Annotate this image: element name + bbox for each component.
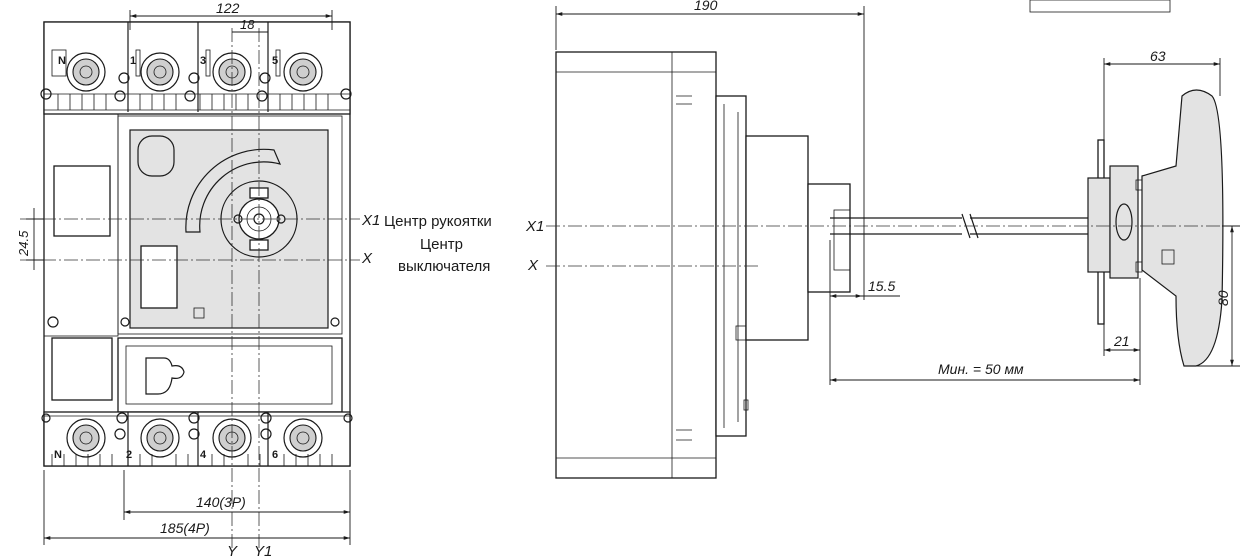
handle-center-label: Центр рукоятки — [384, 213, 492, 230]
terminal-5 — [275, 49, 323, 92]
axis-y-label: Y — [227, 543, 238, 560]
dim-18-label: 18 — [240, 17, 255, 32]
terminal-6 — [283, 418, 323, 458]
top-comb-teeth — [57, 94, 329, 110]
dim-122-label: 122 — [216, 0, 240, 16]
terminal-label-n-bottom: N — [54, 449, 62, 461]
accessory-cutout — [145, 357, 185, 395]
corner-box — [1029, 0, 1171, 13]
terminal-label-4: 4 — [200, 449, 207, 461]
breaker-center-label-line1: Центр — [420, 236, 463, 253]
dim-21-label: 21 — [1113, 333, 1130, 349]
dim-min-50-label: Мин. = 50 мм — [938, 361, 1024, 377]
handle-adapter — [745, 135, 809, 341]
screw-icon — [118, 72, 130, 84]
side-view: X1 X 190 63 15.5 Мин. = 50 мм 21 80 — [525, 0, 1240, 479]
lower-cover — [117, 337, 343, 413]
screw-icon — [259, 72, 271, 84]
terminal-label-6: 6 — [272, 449, 278, 461]
handle-base — [1087, 177, 1111, 273]
neutral-window-top — [53, 165, 111, 237]
lock-cover — [137, 135, 175, 177]
dim-140-label: 140(3P) — [196, 494, 246, 510]
side-axis-x1-label: X1 — [525, 218, 544, 235]
label-window — [140, 245, 178, 309]
axis-y1-label: Y1 — [254, 543, 272, 560]
terminal-label-5: 5 — [272, 55, 278, 67]
handle-lever[interactable] — [1141, 89, 1224, 367]
screw-icon — [188, 72, 200, 84]
axis-x1-label: X1 — [361, 212, 380, 229]
terminal-label-3: 3 — [200, 55, 206, 67]
screw-icon — [188, 412, 200, 424]
shaft-coupling — [807, 183, 851, 293]
terminal-1 — [135, 49, 180, 92]
terminal-label-n-top: N — [58, 55, 66, 67]
dim-80-label: 80 — [1215, 290, 1231, 306]
front-view: N 1 3 5 — [16, 0, 380, 560]
bottom-terminals: N 2 4 6 — [41, 412, 353, 461]
axis-x-label: X — [361, 250, 373, 267]
neutral-window-bottom — [51, 337, 113, 401]
breaker-body-side — [555, 51, 717, 479]
dim-190-label: 190 — [694, 0, 718, 13]
side-axis-x-label: X — [527, 257, 539, 274]
screw-icon — [116, 412, 128, 424]
mounting-screw-icon — [47, 316, 59, 328]
position-arc — [185, 148, 282, 233]
top-terminals: N 1 3 5 — [40, 49, 352, 102]
terminal-n-bottom — [66, 418, 106, 458]
terminal-n-top — [51, 49, 106, 92]
handle-hub — [1109, 165, 1139, 279]
dim-185-label: 185(4P) — [160, 520, 210, 536]
dim-15-5-label: 15.5 — [868, 278, 895, 294]
screw-icon — [260, 412, 272, 424]
terminal-2 — [140, 418, 180, 458]
terminal-label-2: 2 — [126, 449, 132, 461]
dim-63-label: 63 — [1150, 48, 1166, 64]
dim-24-5-label: 24.5 — [16, 230, 31, 257]
terminal-label-1: 1 — [130, 55, 136, 67]
test-button-icon[interactable] — [193, 307, 205, 319]
legend: Центр рукоятки Центр выключателя — [384, 213, 492, 275]
breaker-center-label-line2: выключателя — [398, 258, 490, 275]
